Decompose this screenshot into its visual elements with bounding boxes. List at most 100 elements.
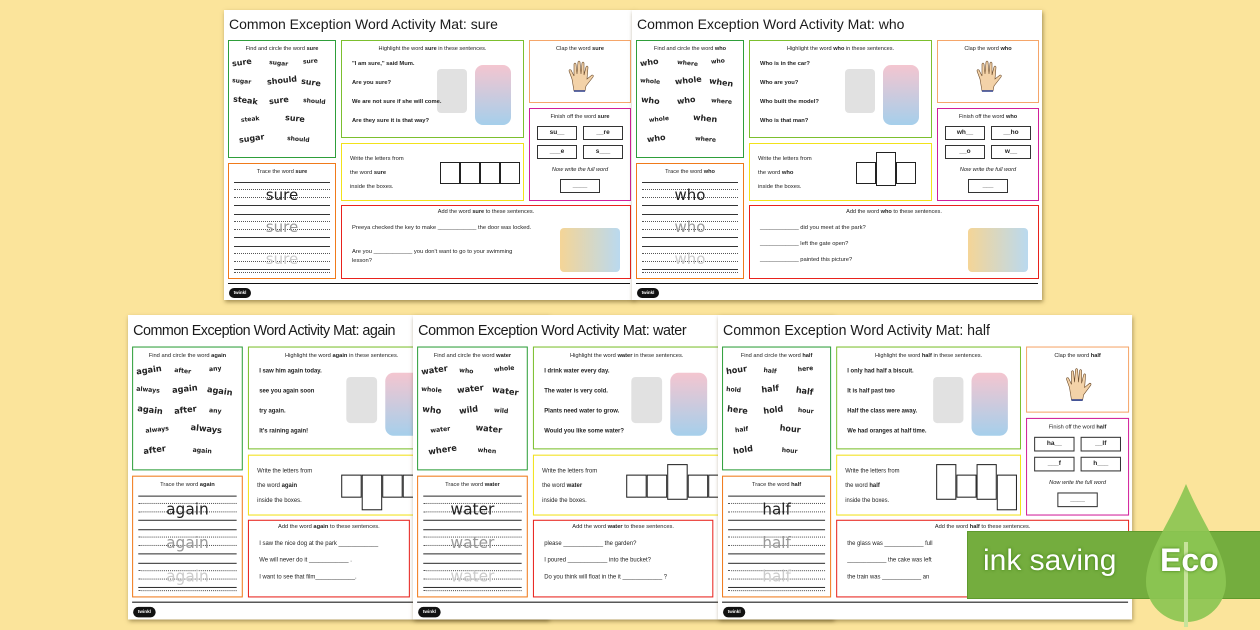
scatter-word[interactable]: hold <box>725 385 742 395</box>
scatter-word[interactable]: whole <box>420 385 443 395</box>
scatter-word[interactable]: hour <box>725 363 748 377</box>
scatter-word[interactable]: steak <box>240 115 260 124</box>
highlight-sentence[interactable]: "I am sure," said Mum. <box>352 61 415 67</box>
letter-box[interactable] <box>896 162 916 184</box>
scatter-word[interactable]: who <box>458 366 474 376</box>
add-sentence[interactable]: ____________ did you meet at the park? <box>760 225 866 231</box>
add-sentence[interactable]: the train was ____________ an <box>847 574 930 581</box>
scatter-word[interactable]: who <box>676 94 697 107</box>
highlight-sentence[interactable]: We are not sure if she will come. <box>352 99 442 105</box>
word-fragment[interactable]: s___ <box>583 145 623 159</box>
scatter-word[interactable]: who <box>710 57 726 66</box>
scatter-word[interactable]: water <box>456 382 485 396</box>
scatter-word[interactable]: again <box>192 446 213 456</box>
word-fragment[interactable]: h___ <box>1080 456 1121 472</box>
scatter-word[interactable]: steak <box>232 94 259 107</box>
scatter-word[interactable]: sugar <box>231 77 252 86</box>
scatter-word[interactable]: half <box>734 425 749 435</box>
scatter-word[interactable]: any <box>208 364 222 374</box>
highlight-sentence[interactable]: Are they sure it is that way? <box>352 118 429 124</box>
scatter-word[interactable]: again <box>206 384 234 398</box>
add-sentence[interactable]: I poured ____________ into the bucket? <box>544 557 651 564</box>
scatter-word[interactable]: water <box>475 422 503 436</box>
letter-box[interactable] <box>382 474 403 498</box>
scatter-word[interactable]: where <box>694 135 717 144</box>
add-sentence[interactable]: ____________ the cake was left <box>847 557 932 564</box>
add-sentence[interactable]: We will never do it ____________ . <box>259 557 352 564</box>
scatter-word[interactable]: always <box>190 422 223 436</box>
word-fragment[interactable]: __ho <box>991 126 1031 140</box>
highlight-sentence[interactable]: I drink water every day. <box>544 368 610 375</box>
scatter-word[interactable]: hour <box>797 406 814 416</box>
highlight-sentence[interactable]: see you again soon <box>259 388 315 395</box>
scatter-word[interactable]: where <box>427 443 458 457</box>
add-sentence[interactable]: Do you think will float in the it ______… <box>544 574 668 581</box>
letter-box[interactable] <box>667 464 688 500</box>
highlight-sentence[interactable]: We had oranges at half time. <box>847 428 927 435</box>
scatter-word[interactable]: sure <box>302 57 319 66</box>
scatter-word[interactable]: half <box>760 383 780 395</box>
full-word-box[interactable]: ____ <box>560 179 600 193</box>
scatter-word[interactable]: always <box>145 425 170 435</box>
word-fragment[interactable]: __re <box>583 126 623 140</box>
scatter-word[interactable]: whole <box>639 77 661 86</box>
word-fragment[interactable]: su__ <box>537 126 577 140</box>
scatter-word[interactable]: water <box>430 425 451 435</box>
highlight-sentence[interactable]: Who built the model? <box>760 99 819 105</box>
scatter-word[interactable]: always <box>135 385 161 395</box>
scatter-word[interactable]: after <box>173 366 192 376</box>
scatter-word[interactable]: where <box>710 97 733 106</box>
scatter-word[interactable]: half <box>763 366 777 376</box>
scatter-word[interactable]: sure <box>268 94 290 107</box>
add-sentence[interactable]: Preeya checked the key to make _________… <box>352 225 532 231</box>
letter-box[interactable] <box>876 152 896 186</box>
scatter-word[interactable]: hold <box>732 443 754 457</box>
letter-box[interactable] <box>936 464 957 500</box>
highlight-sentence[interactable]: try again. <box>259 408 286 415</box>
highlight-sentence[interactable]: Plants need water to grow. <box>544 408 620 415</box>
scatter-word[interactable]: when <box>477 446 497 456</box>
word-fragment[interactable]: w__ <box>991 145 1031 159</box>
letter-box[interactable] <box>440 162 460 184</box>
scatter-word[interactable]: who <box>421 404 442 416</box>
scatter-word[interactable]: wild <box>458 404 479 416</box>
scatter-word[interactable]: whole <box>674 74 703 87</box>
add-sentence[interactable]: ____________ left the gate open? <box>760 241 849 247</box>
scatter-word[interactable]: who <box>640 94 661 107</box>
highlight-sentence[interactable]: Would you like some water? <box>544 428 625 435</box>
scatter-word[interactable]: here <box>726 404 749 417</box>
scatter-word[interactable]: when <box>692 112 718 125</box>
word-fragment[interactable]: __lf <box>1080 436 1121 452</box>
letter-box[interactable] <box>996 474 1017 511</box>
scatter-word[interactable]: should <box>302 97 326 106</box>
scatter-word[interactable]: again <box>135 363 163 377</box>
scatter-word[interactable]: sure <box>231 56 253 69</box>
add-sentence[interactable]: ____________ painted this picture? <box>760 257 853 263</box>
scatter-word[interactable]: whole <box>493 364 515 374</box>
scatter-word[interactable]: after <box>142 443 167 457</box>
highlight-sentence[interactable]: I saw him again today. <box>259 368 322 375</box>
letter-box[interactable] <box>646 474 668 498</box>
highlight-sentence[interactable]: I only had half a biscuit. <box>847 368 914 375</box>
scatter-word[interactable]: hold <box>762 404 784 416</box>
scatter-word[interactable]: hour <box>779 423 802 435</box>
letter-box[interactable] <box>480 162 500 184</box>
letter-box[interactable] <box>856 162 876 184</box>
letter-box[interactable] <box>341 474 362 498</box>
scatter-word[interactable]: who <box>639 56 660 69</box>
highlight-sentence[interactable]: It's raining again! <box>259 428 309 435</box>
letter-box[interactable] <box>460 162 480 184</box>
scatter-word[interactable]: any <box>208 406 222 416</box>
word-fragment[interactable]: __o <box>945 145 985 159</box>
highlight-sentence[interactable]: Who is in the car? <box>760 61 810 67</box>
letter-box[interactable] <box>976 464 997 500</box>
word-fragment[interactable]: wh__ <box>945 126 985 140</box>
scatter-word[interactable]: who <box>646 132 667 145</box>
letter-box[interactable] <box>956 474 977 498</box>
scatter-word[interactable]: after <box>173 403 198 417</box>
add-sentence[interactable]: Are you ____________ you don't want to g… <box>352 249 513 264</box>
full-word-box[interactable]: ___ <box>968 179 1008 193</box>
letter-box[interactable] <box>626 474 647 498</box>
scatter-word[interactable]: should <box>286 135 310 144</box>
scatter-word[interactable]: sure <box>284 112 306 125</box>
